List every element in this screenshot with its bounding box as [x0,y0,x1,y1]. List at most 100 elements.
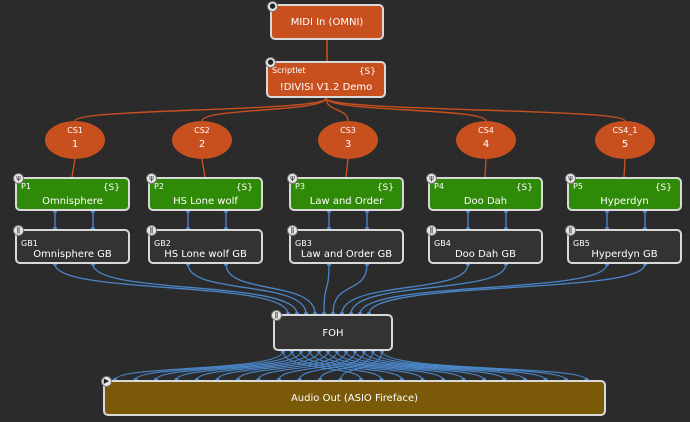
plugin-badge: {S} [515,183,533,193]
plugin-icon: ψ [146,173,157,184]
plugin-block-5[interactable]: P5 {S} Hyperdyn [567,177,682,211]
splitter-tag: CS2 [194,126,210,135]
plugin-label: Omnisphere [42,196,103,207]
gain-label: Hyperdyn GB [591,249,658,260]
audio-wire [368,263,646,315]
audio-wires [54,211,646,381]
plugin-label: Law and Order [309,196,384,207]
plugin-block-2[interactable]: P2 {S} HS Lone wolf [148,177,263,211]
splitter-number: 4 [482,139,490,150]
gain-block-4[interactable]: GB4 Doo Dah GB [428,229,543,264]
mixer-icon: ǁ [146,225,157,236]
splitter-number: 3 [344,139,352,150]
audio-wire [332,263,368,315]
mixer-icon: ǁ [426,225,437,236]
midi-wire [325,97,349,122]
audio-wire [341,263,469,315]
gain-tag: GB3 [295,239,312,248]
audio-wire [298,350,365,381]
midi-wire [201,158,206,178]
audio-wire [92,263,298,315]
plugin-badge: {S} [235,183,253,193]
plugin-icon: ψ [426,173,437,184]
plugin-icon: ψ [287,173,298,184]
splitter-number: 2 [198,139,206,150]
audio-wire [345,350,506,381]
audio-wire [363,350,547,381]
audio-wire [336,350,485,381]
gain-tag: GB2 [154,239,171,248]
gain-label: Doo Dah GB [454,249,517,260]
speaker-icon: ▶ [101,376,112,387]
audio-wire [359,263,608,315]
plugin-block-1[interactable]: P1 {S} Omnisphere [15,177,130,211]
midi-wire [325,97,626,122]
gain-block-2[interactable]: GB2 HS Lone wolf GB [148,229,263,264]
plugin-badge: {S} [102,183,120,193]
plugin-label: HS Lone wolf [173,196,238,207]
plugin-block-3[interactable]: P3 {S} Law and Order [289,177,404,211]
gain-block-1[interactable]: GB1 Omnisphere GB [15,229,130,264]
audio-wire [291,350,383,381]
audio-wire [309,350,424,381]
channel-splitter-2[interactable]: CS2 2 [172,121,232,159]
splitter-number: 1 [71,139,79,150]
gain-tag: GB4 [434,239,451,248]
splitter-number: 5 [621,139,629,150]
gain-label: HS Lone wolf GB [164,249,247,260]
mixer-icon: ǁ [271,310,282,321]
channel-splitter-4[interactable]: CS4 4 [456,121,516,159]
midi-jack-icon: ● [267,1,278,12]
audio-wire [318,350,444,381]
plugin-label: Hyperdyn [600,196,649,207]
channel-splitter-3[interactable]: CS3 3 [318,121,378,159]
scriptlet-badge: {S} [358,67,376,77]
midi-wire [345,158,349,178]
audio-wire [381,350,588,381]
plugin-tag: P4 [434,182,444,191]
audio-wire [372,350,567,381]
plugin-icon: ψ [13,173,24,184]
audio-out-label: Audio Out (ASIO Fireface) [290,393,419,404]
audio-wire [187,263,307,315]
scriptlet-block[interactable]: Scriptlet {S} !DIVISI V1.2 Demo [266,61,386,98]
gain-label: Law and Order GB [300,249,393,260]
scriptlet-label: !DIVISI V1.2 Demo [279,82,373,93]
audio-out-block[interactable]: Audio Out (ASIO Fireface) [103,380,606,416]
splitter-tag: CS4_1 [612,126,638,135]
plugin-tag: P2 [154,182,164,191]
channel-splitter-1[interactable]: CS1 1 [45,121,105,159]
audio-wire [300,350,403,381]
splitter-tag: CS4 [478,126,494,135]
splitter-tag: CS1 [67,126,83,135]
plugin-tag: P5 [573,182,583,191]
audio-wire [323,263,330,315]
audio-wire [354,350,526,381]
gain-block-5[interactable]: GB5 Hyperdyn GB [567,229,682,264]
audio-wire [114,350,284,381]
audio-wire [278,350,356,381]
mixer-icon: ǁ [287,225,298,236]
gain-block-3[interactable]: GB3 Law and Order GB [289,229,404,264]
mixer-icon: ǁ [13,225,24,236]
plugin-block-4[interactable]: P4 {S} Doo Dah [428,177,543,211]
foh-block[interactable]: FOH [273,314,393,351]
channel-splitter-5[interactable]: CS4_1 5 [595,121,655,159]
gain-tag: GB5 [573,239,590,248]
audio-wire [54,263,289,315]
splitter-tag: CS3 [340,126,356,135]
midi-in-block[interactable]: MIDI In (OMNI) [270,4,384,40]
gain-label: Omnisphere GB [33,249,112,260]
plugin-tag: P3 [295,182,305,191]
midi-wire [74,97,327,122]
midi-wire [71,158,76,178]
mixer-icon: ǁ [565,225,576,236]
audio-wire [319,350,374,381]
plugin-label: Doo Dah [463,196,508,207]
plugin-icon: ψ [565,173,576,184]
gain-tag: GB1 [21,239,38,248]
midi-in-label: MIDI In (OMNI) [290,17,364,28]
midi-jack-icon: ● [265,57,276,68]
midi-wires [71,40,626,178]
plugin-badge: {S} [654,183,672,193]
